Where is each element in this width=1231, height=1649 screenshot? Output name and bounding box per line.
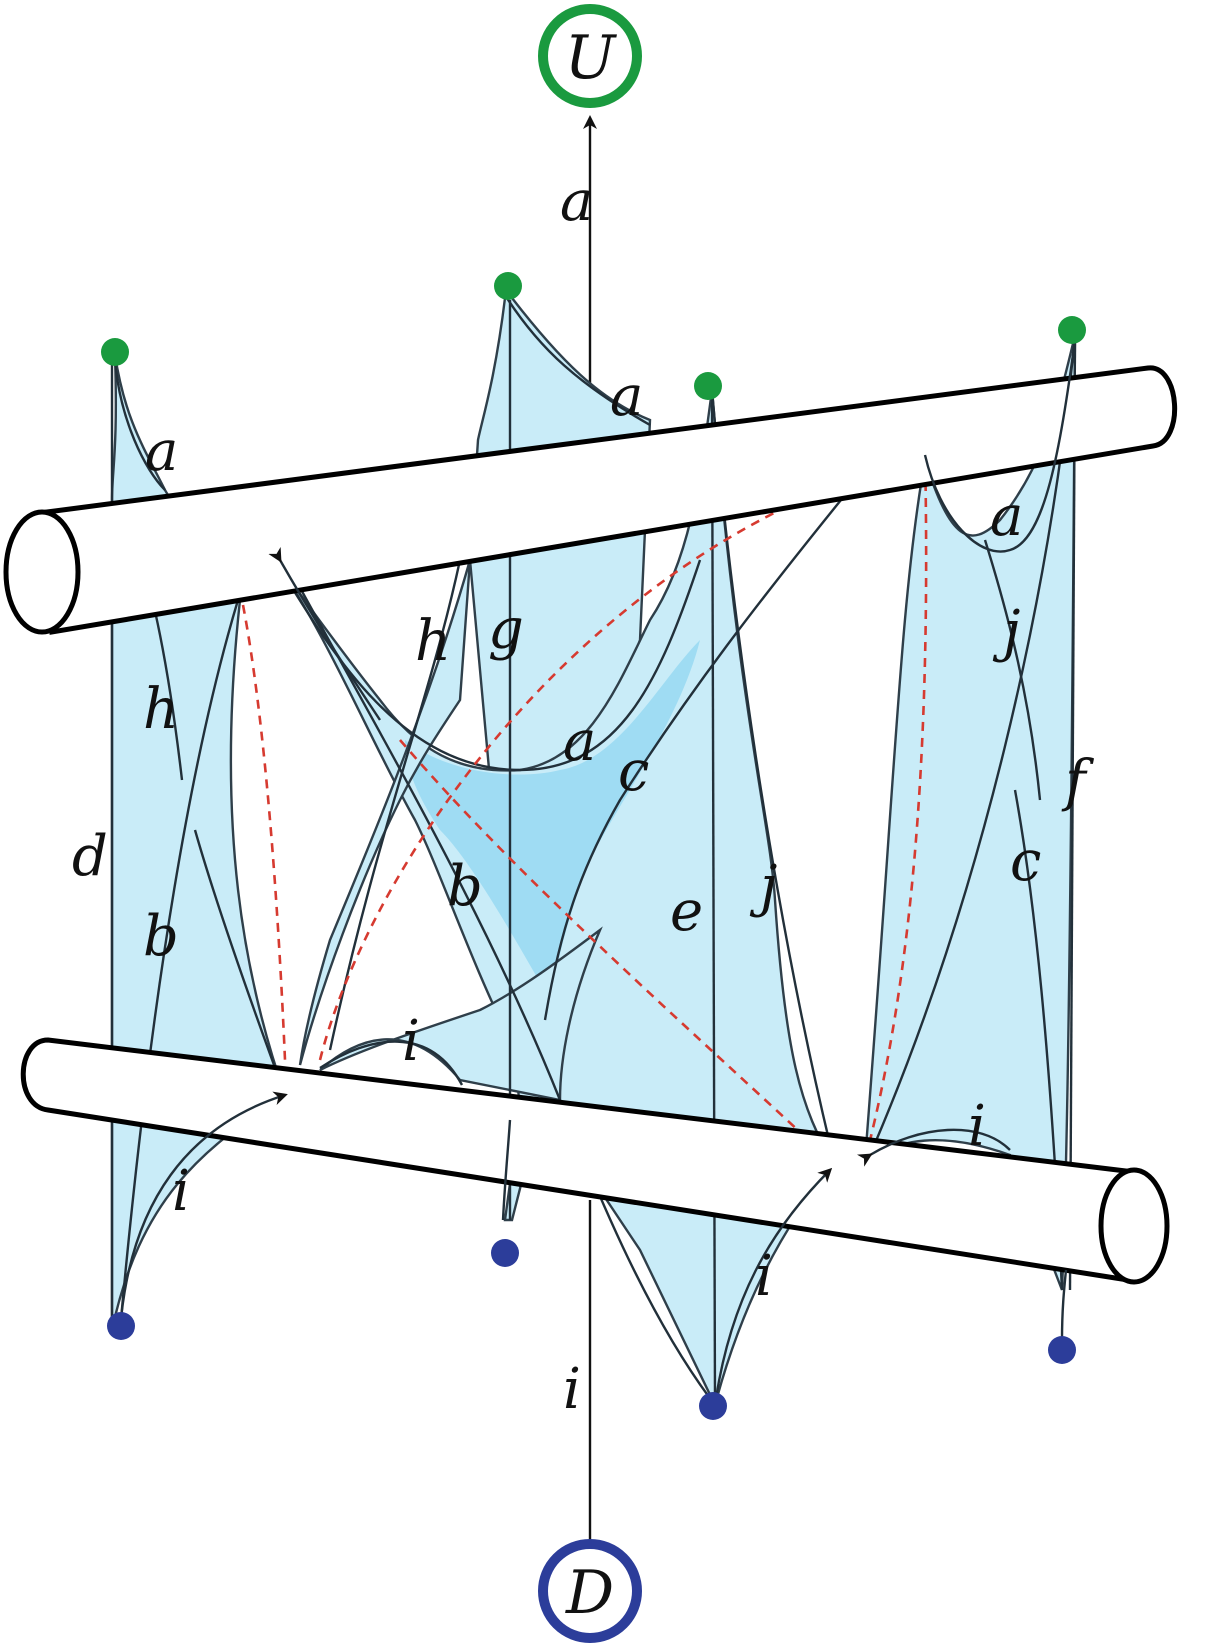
lower-point-back (491, 1239, 519, 1267)
label-axis-top: a (560, 169, 593, 234)
top-node: U (538, 4, 642, 108)
label-left-b: b (143, 904, 179, 969)
label-left-a: a (145, 419, 178, 484)
top-node-ring (538, 4, 642, 108)
lower-point-left (107, 1312, 135, 1340)
label-left-d: d (72, 824, 108, 889)
curve-center-e (710, 389, 717, 1406)
lower-tube (20, 1037, 1170, 1285)
curve-center-a (273, 559, 702, 772)
curve-right-a (923, 339, 1077, 553)
curve-back-lower (501, 1119, 512, 1221)
top-node-label: U (565, 23, 618, 93)
label-center-a: a (563, 709, 596, 774)
curve-left-a (113, 359, 166, 491)
curve-right-f (1068, 334, 1077, 1291)
label-bottom-i-left: i (172, 1159, 190, 1224)
lower-point-right (1048, 1336, 1076, 1364)
label-center-b: b (447, 854, 483, 919)
label-right-f: f (1061, 749, 1095, 814)
curve-back-a (503, 294, 651, 427)
label-right-a: a (990, 484, 1023, 549)
sheet-overlap (405, 640, 700, 1000)
curve-bottom-i-left (118, 1091, 288, 1331)
upper-point-right (1058, 316, 1086, 344)
curve-right-lower (1060, 1269, 1068, 1341)
dashed-left (241, 604, 287, 1061)
curve-bottom-i-lower (713, 1167, 833, 1406)
label-bottom-i-right: i (968, 1094, 986, 1159)
label-center-e: e (670, 879, 703, 944)
sheet-center-left-wedge (298, 559, 472, 1066)
curve-center-c (543, 494, 846, 1021)
label-center-c: c (618, 739, 649, 804)
curve-bottom-i-right (856, 1128, 1011, 1167)
label-left-h: h (143, 677, 179, 742)
label-center-h: h (415, 609, 451, 674)
upper-point-back (494, 272, 522, 300)
label-back-a: a (610, 364, 643, 429)
label-bottom-i-lower: i (755, 1244, 773, 1309)
bottom-node-ring (538, 1539, 642, 1643)
lower-point-center (699, 1392, 727, 1420)
bottom-node-label: D (565, 1558, 614, 1628)
label-axis-bottom: i (563, 1357, 581, 1422)
dashed-right (863, 449, 928, 1161)
upper-point-center (694, 372, 722, 400)
dashed-center-1 (318, 508, 781, 1061)
upper-tube (3, 365, 1177, 635)
curve-bottom-i-center (319, 1040, 464, 1086)
curve-center-b-upper (268, 546, 381, 721)
label-right-c: c (1010, 829, 1041, 894)
curve-left-inner (193, 829, 287, 1096)
curve-center-b (283, 559, 716, 1406)
upper-point-left (101, 338, 129, 366)
bottom-node: D (538, 1539, 642, 1643)
label-center-g: g (488, 597, 524, 662)
curve-center-h (328, 559, 462, 1051)
label-bottom-i-center: i (402, 1009, 420, 1074)
curve-left-b (118, 599, 240, 1331)
dashed-center-2 (399, 739, 831, 1161)
sheet-right (863, 334, 1077, 1291)
curve-right-j (983, 539, 1042, 801)
